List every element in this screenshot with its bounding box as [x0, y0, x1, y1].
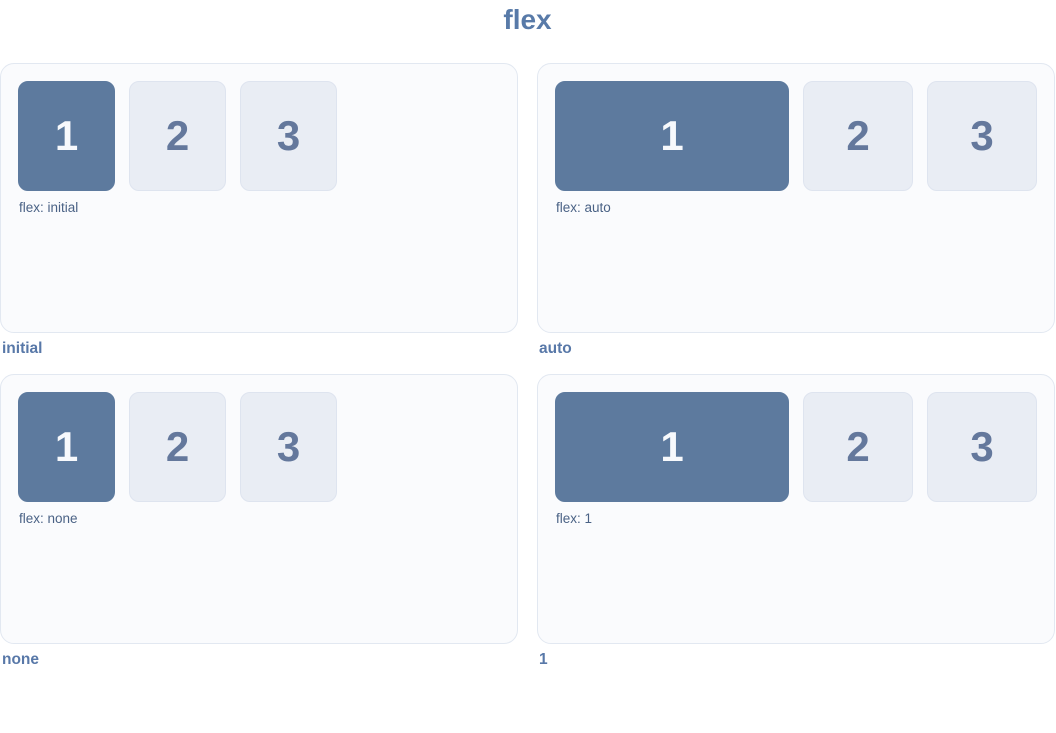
flex-item-1: 1: [18, 392, 115, 502]
flex-row: 1 2 3: [18, 81, 500, 191]
flex-row: 1 2 3: [555, 392, 1037, 502]
flex-item-3: 3: [240, 81, 337, 191]
panel-flex-auto: 1 2 3 flex: auto auto: [537, 63, 1055, 357]
flex-caption: flex: initial: [19, 200, 79, 215]
flex-caption: flex: none: [19, 511, 78, 526]
flex-item-2: 2: [803, 81, 913, 191]
flex-caption: flex: auto: [556, 200, 611, 215]
panel-label: initial: [2, 340, 43, 357]
flex-item-2: 2: [129, 392, 226, 502]
panel-flex-initial: 1 2 3 flex: initial initial: [0, 63, 518, 357]
flex-row: 1 2 3: [18, 392, 500, 502]
flex-item-3: 3: [927, 392, 1037, 502]
panel-flex-1: 1 2 3 flex: 1 1: [537, 374, 1055, 668]
examples-grid: 1 2 3 flex: initial initial 1 2 3 flex: …: [0, 63, 1056, 668]
page-title: flex: [503, 4, 552, 35]
demo-card-auto: 1 2 3 flex: auto: [537, 63, 1055, 333]
demo-card-none: 1 2 3 flex: none: [0, 374, 518, 644]
flex-item-3: 3: [240, 392, 337, 502]
demo-card-1: 1 2 3 flex: 1: [537, 374, 1055, 644]
flex-item-2: 2: [803, 392, 913, 502]
panel-label: none: [2, 651, 40, 668]
flex-item-3: 3: [927, 81, 1037, 191]
flex-row: 1 2 3: [555, 81, 1037, 191]
panel-flex-none: 1 2 3 flex: none none: [0, 374, 518, 668]
flex-item-2: 2: [129, 81, 226, 191]
flex-item-1: 1: [18, 81, 115, 191]
flex-item-1: 1: [555, 392, 789, 502]
panel-label: 1: [539, 651, 548, 668]
flex-item-1: 1: [555, 81, 789, 191]
panel-label: auto: [539, 340, 572, 357]
flex-caption: flex: 1: [556, 511, 593, 526]
demo-card-initial: 1 2 3 flex: initial: [0, 63, 518, 333]
